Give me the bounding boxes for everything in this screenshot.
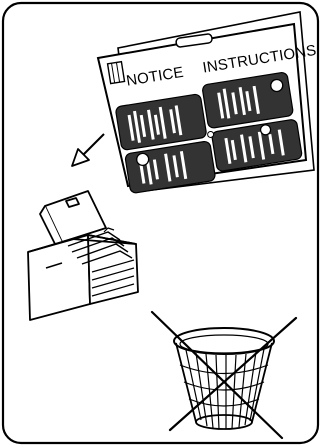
arrow-down-left-icon [71, 133, 105, 167]
file-storage-box [27, 190, 139, 321]
document-text-panels [115, 72, 303, 194]
notice-instructions-documents: NOTICE INSTRUCTIONS [96, 11, 318, 194]
wastebasket-icon [173, 327, 275, 430]
prohibited-cross-icon [150, 310, 298, 440]
binder-clip [175, 33, 213, 48]
box-icon [106, 60, 126, 85]
